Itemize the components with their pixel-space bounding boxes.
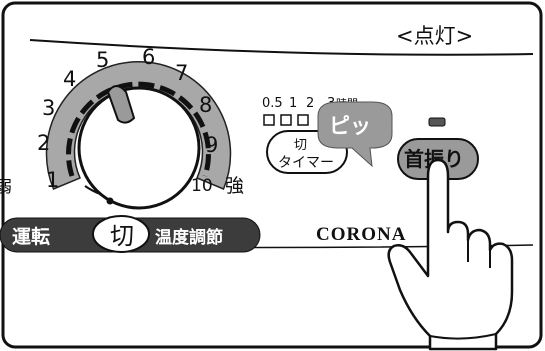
pointing-hand-icon <box>387 158 514 351</box>
brand-logo: CORONA <box>316 224 406 245</box>
dial-number-7: 7 <box>175 61 188 85</box>
dial-number-8: 8 <box>199 93 212 117</box>
lighting-label: <点灯> <box>396 24 473 48</box>
beep-callout: ピッ <box>317 101 393 168</box>
dial-weak-label: 弱 <box>0 177 12 196</box>
timer-hour-0: 0.5 <box>262 96 283 111</box>
dial-strong-label: 強 <box>225 175 244 197</box>
dial-number-4: 4 <box>63 67 76 91</box>
timer-hour-1: 1 <box>289 96 297 111</box>
off-button[interactable] <box>92 215 150 253</box>
run-label: 運転 <box>12 226 50 248</box>
temp-adjust-label: 温度調節 <box>155 227 223 248</box>
timer-button-line2: タイマー <box>278 155 334 171</box>
panel-top-line <box>29 39 534 56</box>
dial-number-3: 3 <box>42 96 55 120</box>
dial-number-1: 1 <box>46 168 59 192</box>
temperature-dial[interactable] <box>45 61 232 210</box>
timer-hour-2: 2 <box>306 96 314 111</box>
dial-number-6: 6 <box>142 45 155 69</box>
off-button-label: 切 <box>110 222 134 250</box>
timer-indicator-2 <box>297 114 309 126</box>
timer-indicator-0 <box>263 114 275 126</box>
swing-indicator-lamp <box>428 117 446 127</box>
dial-scale-arc <box>66 81 211 177</box>
dial-bottom-arc <box>84 185 101 195</box>
dial-number-9: 9 <box>205 133 218 157</box>
dial-dot <box>106 197 114 205</box>
operation-bar: 運転 切 温度調節 <box>0 215 261 253</box>
dial-number-2: 2 <box>37 131 50 155</box>
timer-indicator-1 <box>280 114 292 126</box>
dial-number-5: 5 <box>96 48 109 72</box>
timer-button-line1: 切 <box>294 138 307 153</box>
dial-pointer <box>106 85 136 124</box>
dial-knob[interactable] <box>77 86 201 210</box>
callout-text: ピッ <box>329 114 371 138</box>
callout-bubble <box>317 101 393 168</box>
dial-number-10: 10 <box>191 176 213 196</box>
